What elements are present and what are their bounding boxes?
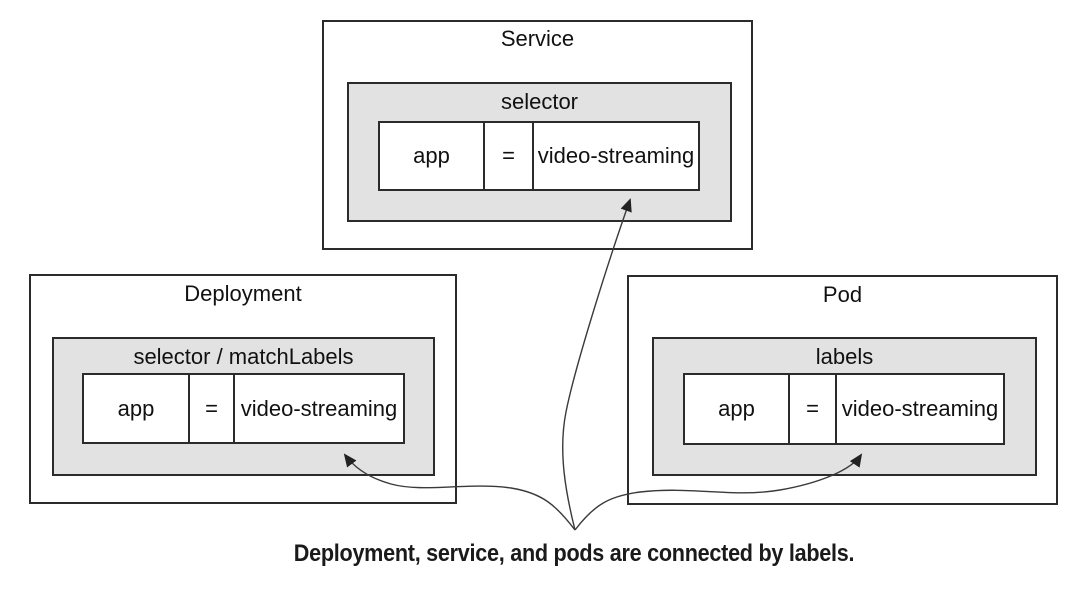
service-selector-panel-label: selector <box>500 89 579 114</box>
diagram-caption: Deployment, service, and pods are connec… <box>293 540 855 567</box>
deployment-label-key-cell: app <box>84 375 190 442</box>
pod-box-title: Pod <box>822 282 863 307</box>
pod-label-key-cell: app <box>685 375 790 443</box>
pod-label-row: app = video-streaming <box>683 373 1005 445</box>
service-label-value-cell: video-streaming <box>537 143 695 168</box>
pod-label-value-cell: video-streaming <box>841 396 999 421</box>
service-label-row: app = video-streaming <box>378 121 700 191</box>
service-box-title: Service <box>500 26 575 51</box>
deployment-matchlabels-panel-label: selector / matchLabels <box>133 344 354 369</box>
deployment-label-row: app = video-streaming <box>82 373 405 444</box>
service-label-equals-cell: = <box>485 123 534 189</box>
pod-label-equals-cell: = <box>790 375 837 443</box>
deployment-label-value-cell: video-streaming <box>240 395 398 421</box>
deployment-label-equals-cell: = <box>190 375 235 442</box>
pod-labels-panel-label: labels <box>815 344 874 369</box>
deployment-box-title: Deployment <box>184 281 302 306</box>
service-label-key-cell: app <box>380 123 485 189</box>
